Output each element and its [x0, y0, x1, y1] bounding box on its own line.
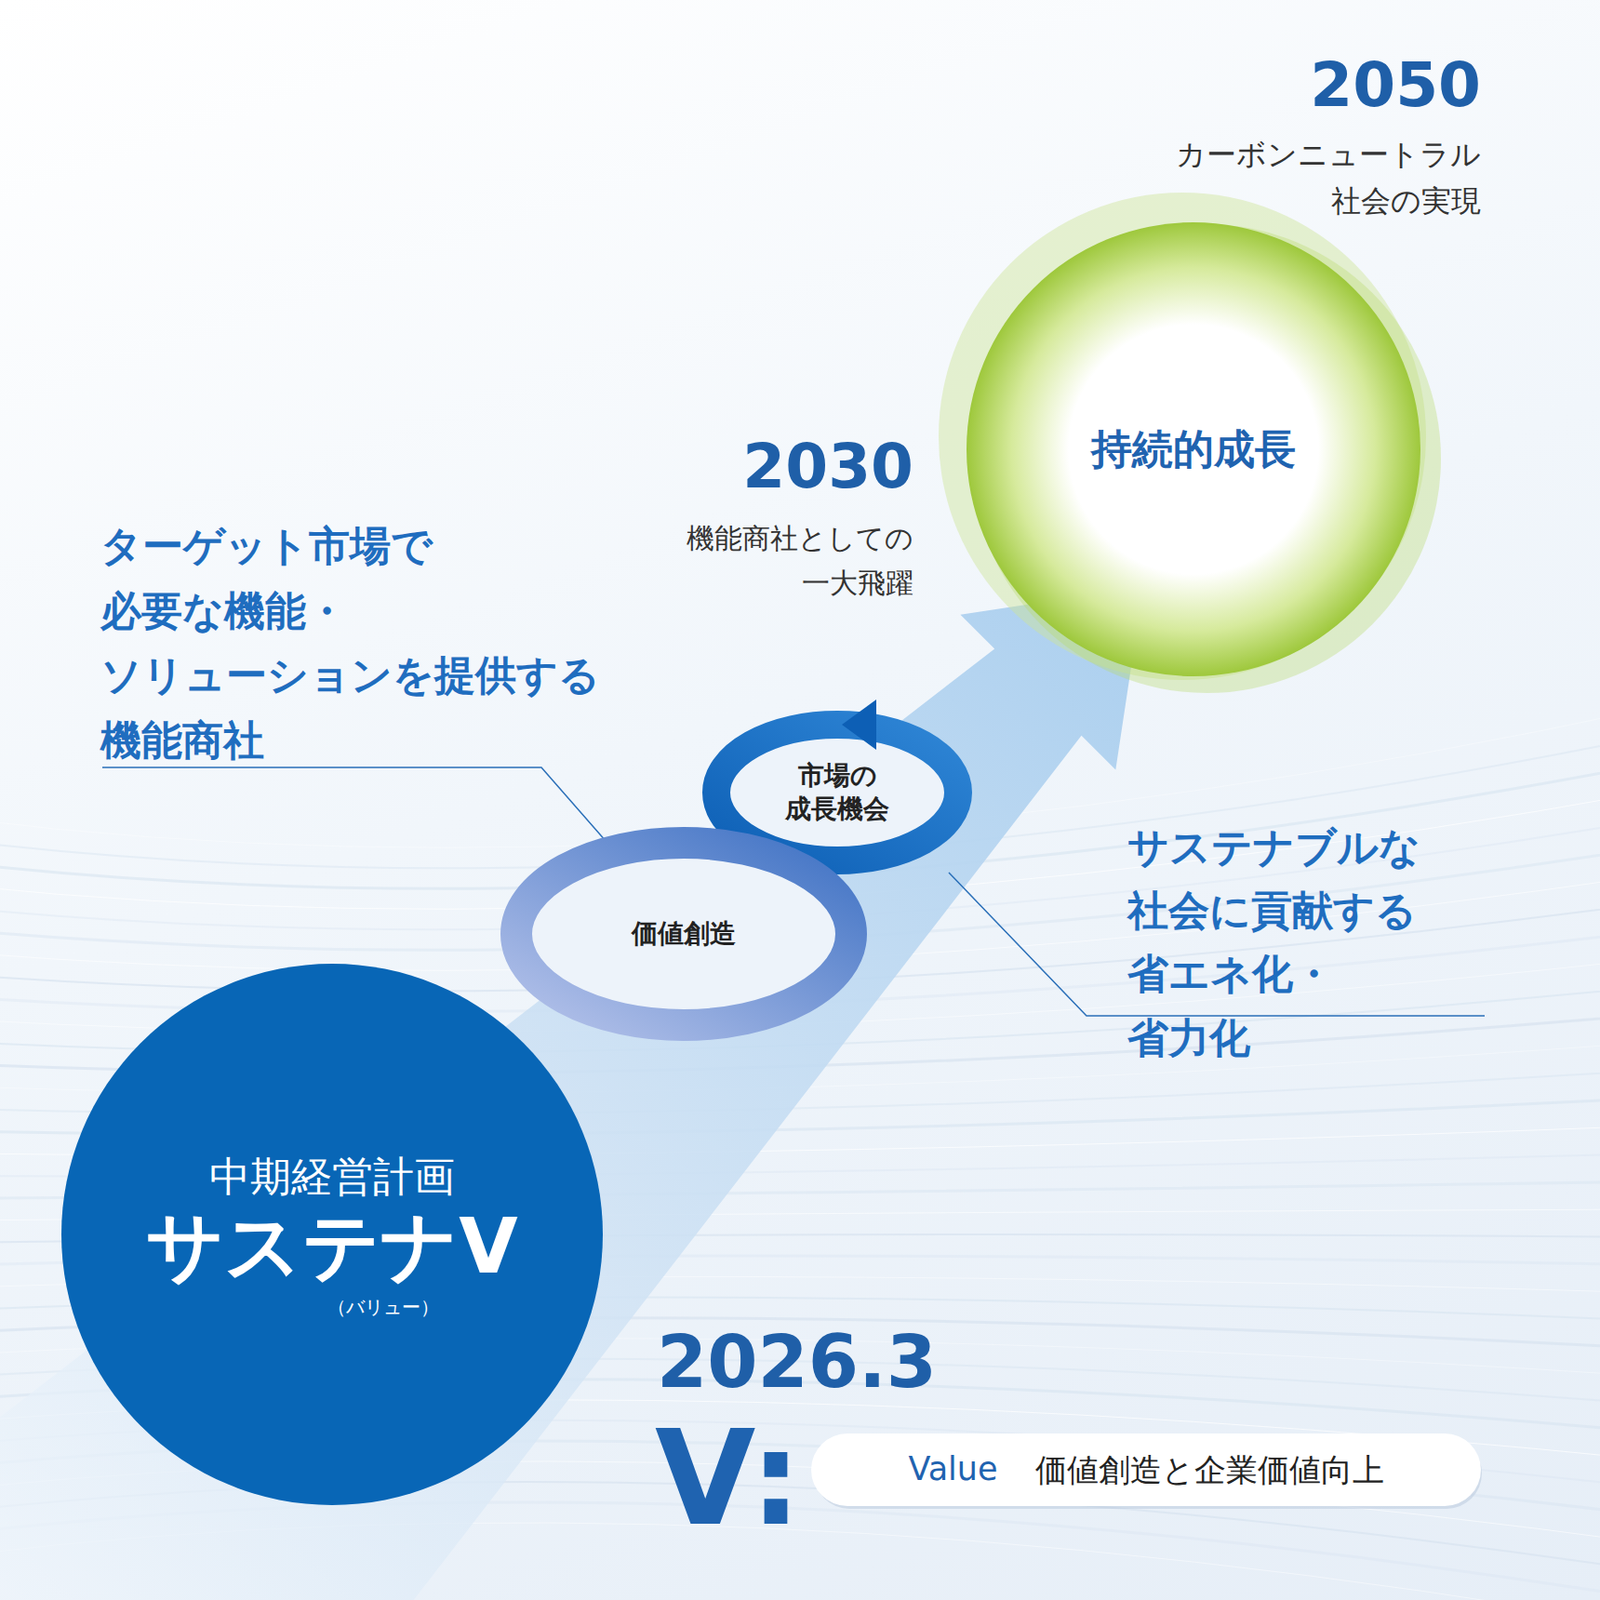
- target-date: 2026.3: [656, 1319, 937, 1407]
- light-streaks: [0, 706, 1600, 1600]
- node-text: 市場の 成長機会: [785, 759, 890, 827]
- year-label: 2030: [742, 429, 914, 504]
- callout-text: ターゲット市場で 必要な機能・ ソリューションを提供する 機能商社: [100, 513, 600, 773]
- leader-line: [102, 767, 607, 842]
- year-label: 2050: [1309, 48, 1481, 122]
- value-pill: Value 価値創造と企業価値向上: [811, 1433, 1481, 1507]
- value-letter: V:: [654, 1413, 802, 1545]
- node-text: 中期経営計画: [209, 1149, 455, 1203]
- node-text: （バリュー）: [327, 1294, 440, 1320]
- node-text: 価値創造と企業価値向上: [1035, 1449, 1385, 1491]
- goal-circle: 持続的成長: [953, 209, 1434, 690]
- cycle-arrowhead: [841, 699, 877, 750]
- callout-text: サステナブルな 社会に貢献する 省エネ化・省力化: [1127, 815, 1421, 1070]
- node-text: Value: [907, 1448, 998, 1492]
- node-text: サステナV: [146, 1202, 518, 1291]
- milestone-text: カーボンニュートラル 社会の実現: [1175, 132, 1481, 225]
- cycle-ring: 価値創造: [500, 826, 867, 1041]
- milestone-text: 機能商社としての 一大飛躍: [686, 516, 914, 606]
- node-text: 価値創造: [631, 917, 736, 951]
- plan-circle: 中期経営計画サステナV （バリュー）: [61, 963, 603, 1506]
- node-text: 持続的成長: [1091, 422, 1296, 476]
